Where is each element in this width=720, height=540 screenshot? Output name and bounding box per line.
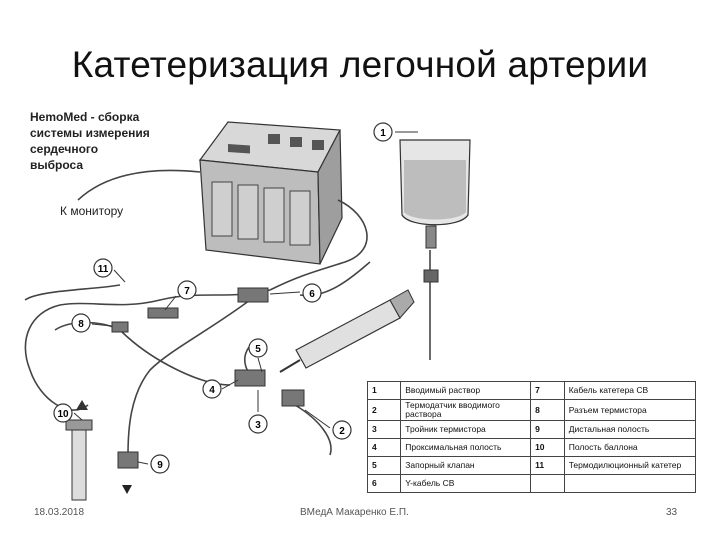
device-label-line-4: выброса <box>30 158 83 172</box>
legend-text: Проксимальная полость <box>400 438 532 457</box>
legend-number: 2 <box>366 399 402 421</box>
legend-text: Y-кабель СВ <box>400 474 532 493</box>
balloon-syringe <box>65 400 93 501</box>
svg-text:3: 3 <box>255 420 261 431</box>
callout-3: 3 <box>248 390 268 434</box>
hemomed-device <box>198 121 343 265</box>
svg-text:5: 5 <box>255 344 261 355</box>
connectors <box>111 287 305 469</box>
legend-text: Вводимый раствор <box>400 381 532 400</box>
callout-8: 8 <box>71 313 113 333</box>
legend-number: 1 <box>366 381 402 400</box>
legend-text: Термодилюционный катетер <box>563 456 697 475</box>
device-label-line-3: сердечного <box>30 142 98 156</box>
svg-text:6: 6 <box>309 289 315 300</box>
legend-number: 6 <box>366 474 402 493</box>
svg-text:11: 11 <box>98 264 109 275</box>
callout-9: 9 <box>137 454 170 474</box>
footer-author: ВМедА Макаренко Е.П. <box>300 507 409 518</box>
svg-text:4: 4 <box>209 385 215 396</box>
device-label-line-2: системы измерения <box>30 126 150 140</box>
legend-number: 7 <box>530 381 565 400</box>
svg-text:1: 1 <box>380 128 386 139</box>
legend-number: 9 <box>530 420 565 439</box>
callout-10: 10 <box>53 403 83 423</box>
svg-text:7: 7 <box>184 286 190 297</box>
legend-text: Дистальная полость <box>563 420 697 439</box>
legend-text: Полость баллона <box>563 438 697 457</box>
callout-11: 11 <box>93 258 126 283</box>
iv-bag <box>399 139 471 283</box>
slide-title: Катетеризация легочной артерии <box>71 44 649 85</box>
legend-text: Термодатчик вводимого раствора <box>400 399 532 421</box>
legend-number: 4 <box>366 438 402 457</box>
legend-text: Тройник термистора <box>400 420 532 439</box>
device-label-line-1: HemoMed - сборка <box>30 110 140 124</box>
callout-5: 5 <box>248 338 268 373</box>
callout-2: 2 <box>304 409 352 440</box>
footer-date: 18.03.2018 <box>34 507 85 518</box>
syringe <box>279 289 415 373</box>
svg-text:10: 10 <box>57 409 69 420</box>
legend-text: Кабель катетера СВ <box>563 381 697 400</box>
legend-number <box>530 474 565 493</box>
svg-text:8: 8 <box>78 319 84 330</box>
legend-text: Запорный клапан <box>400 456 532 475</box>
callout-1: 1 <box>373 122 418 142</box>
callout-7: 7 <box>164 280 197 311</box>
callout-6: 6 <box>269 283 322 303</box>
legend-number: 10 <box>530 438 565 457</box>
svg-text:9: 9 <box>157 460 163 471</box>
legend-number: 11 <box>530 456 565 475</box>
monitor-label: К монитору <box>60 204 123 218</box>
legend-number: 3 <box>366 420 402 439</box>
legend-text <box>563 474 697 493</box>
legend-number: 8 <box>530 399 565 421</box>
arrow-down-icon <box>122 485 132 494</box>
footer-page-number: 33 <box>666 507 678 518</box>
legend-text: Разъем термистора <box>563 399 697 421</box>
svg-text:2: 2 <box>339 426 345 437</box>
callout-4: 4 <box>202 379 239 399</box>
legend-number: 5 <box>366 456 402 475</box>
